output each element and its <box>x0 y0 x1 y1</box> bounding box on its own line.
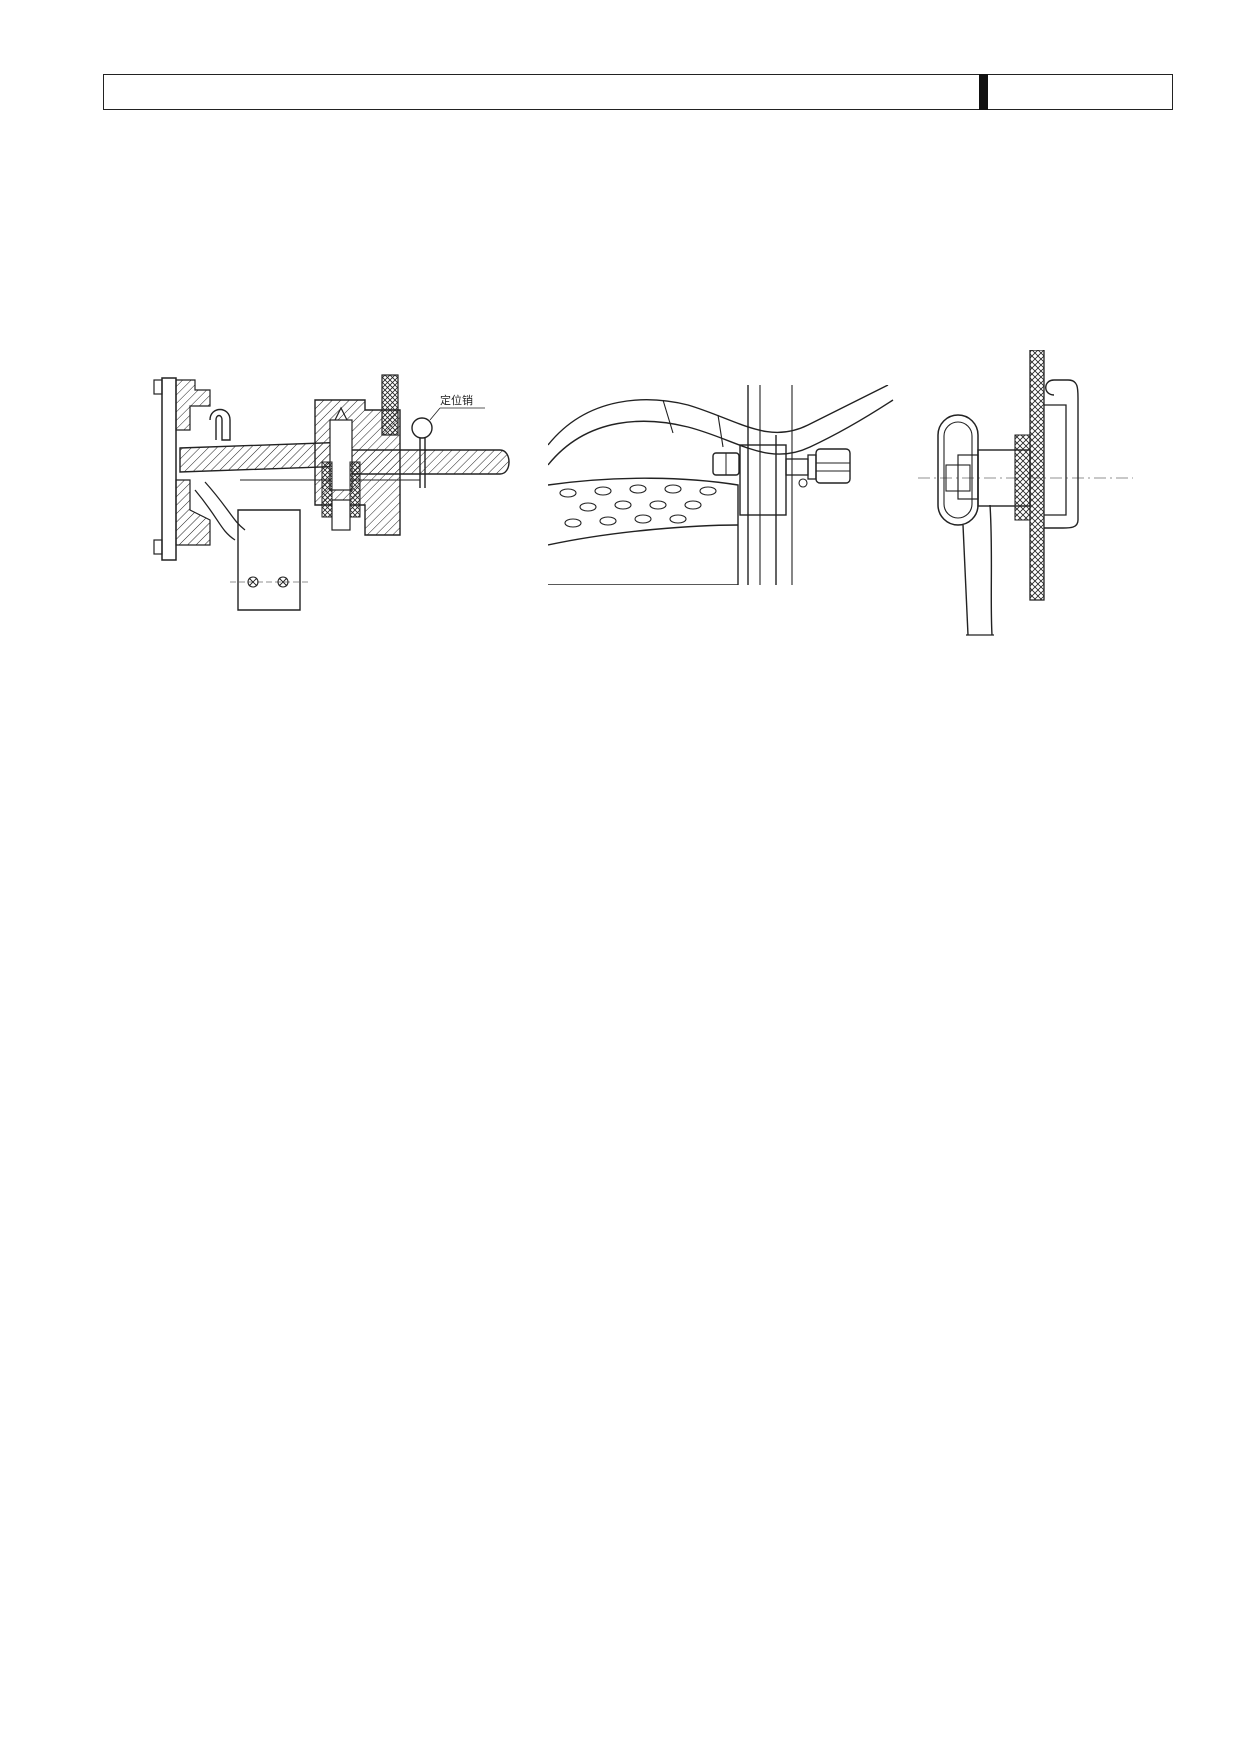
header-bar <box>103 74 1173 110</box>
locating-pin-label: 定位销 <box>440 393 473 407</box>
sectional-assembly-drawing: 定位销 <box>153 374 510 611</box>
figure-sectional-assembly: 定位销 <box>150 370 520 620</box>
header-divider <box>979 74 988 110</box>
figure-wall-connector <box>918 349 1133 640</box>
cable-bolt-drawing <box>547 384 894 586</box>
wall-connector-drawing <box>918 349 1133 636</box>
figure-cable-bolt-view <box>547 384 903 586</box>
header-page-cell <box>988 75 1172 109</box>
header-title-cell <box>104 75 979 109</box>
